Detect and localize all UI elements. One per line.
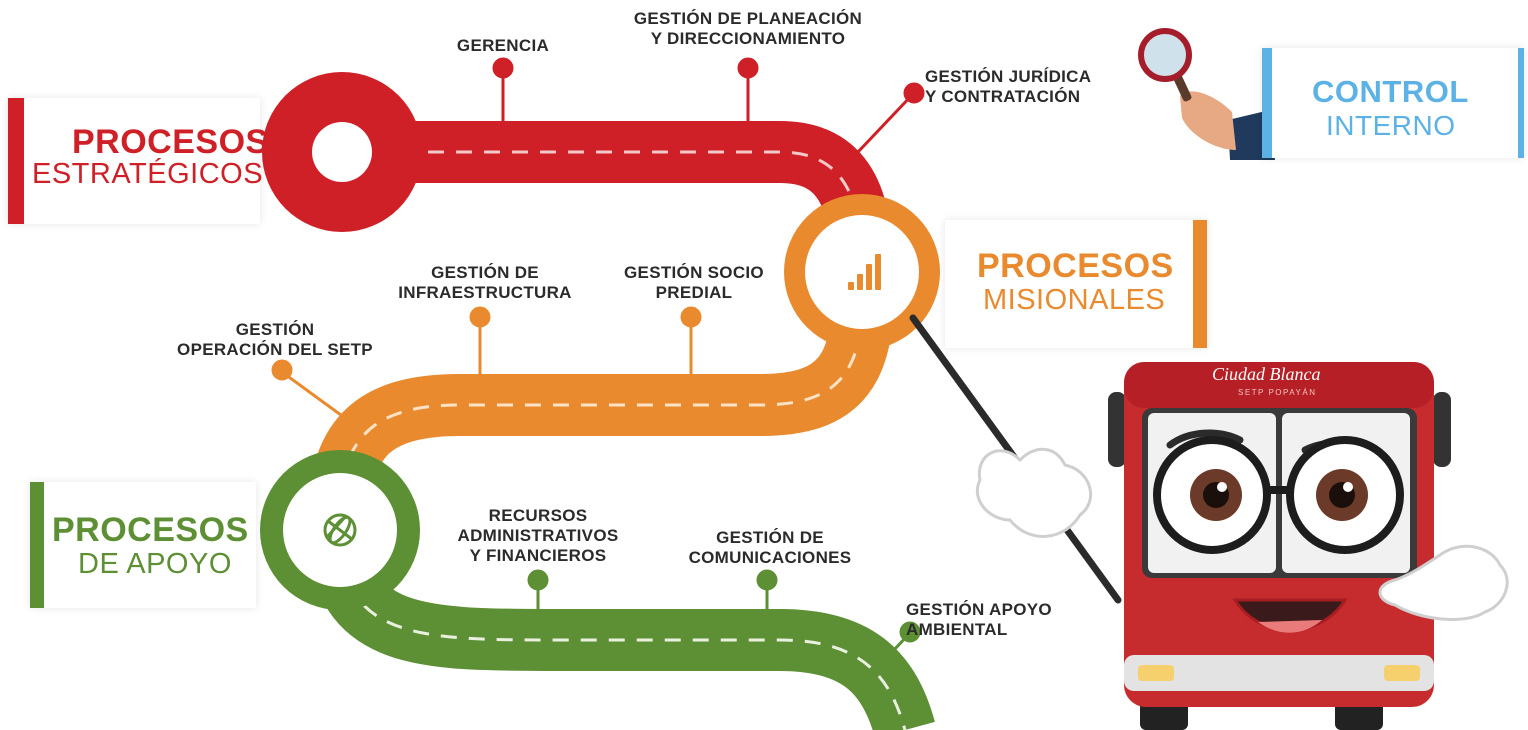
apoyo-panel-accent (30, 482, 44, 608)
bar-chart-icon (848, 254, 881, 290)
apoyo-road-dashes (336, 527, 907, 730)
pin-infraestructura (469, 306, 491, 328)
pin-comunicaciones (756, 569, 778, 591)
label-infraestructura: GESTIÓN DE INFRAESTRUCTURA (398, 263, 572, 302)
left-glove (975, 447, 1093, 538)
apoyo-panel: PROCESOS DE APOYO (30, 482, 256, 608)
globe-icon (323, 513, 357, 547)
strategic-node (262, 72, 422, 232)
magnifier-icon (1138, 28, 1275, 160)
misional-panel-title: PROCESOS (977, 247, 1174, 285)
pin-ambiental (899, 621, 921, 643)
apoyo-panel-subtitle: DE APOYO (78, 548, 232, 580)
misional-pins (271, 306, 702, 420)
strategic-panel-subtitle: ESTRATÉGICOS (32, 158, 264, 190)
pin-socio-predial (680, 306, 702, 328)
pin-gerencia (492, 57, 514, 79)
misional-node (784, 194, 940, 350)
strategic-panel-accent (8, 98, 24, 224)
label-planeacion: GESTIÓN DE PLANEACIÓN Y DIRECCIONAMIENTO (633, 9, 863, 48)
misional-panel: PROCESOS MISIONALES (945, 220, 1207, 348)
label-juridica: GESTIÓN JURÍDICA Y CONTRATACIÓN (925, 67, 1092, 106)
hand (1180, 91, 1236, 150)
pin-operacion (271, 359, 293, 381)
control-panel: CONTROL INTERNO (1262, 48, 1524, 158)
strategic-pins (492, 57, 925, 154)
label-comunicaciones: GESTIÓN DE COMUNICACIONES (688, 528, 852, 567)
label-recursos: RECURSOS ADMINISTRATIVOS Y FINANCIEROS (457, 506, 619, 565)
control-panel-accent-right (1518, 48, 1524, 158)
right-glove (1378, 544, 1509, 621)
bus-subtitle: SETP POPAYÁN (1238, 388, 1317, 397)
pin-recursos (527, 569, 549, 591)
bus-brand: Ciudad Blanca (1212, 364, 1321, 384)
label-gerencia: GERENCIA (456, 36, 550, 55)
label-ambiental: GESTIÓN APOYO AMBIENTAL (906, 600, 1052, 639)
misional-panel-accent (1193, 220, 1207, 348)
apoyo-node (260, 450, 420, 610)
misional-road-dashes (336, 269, 865, 529)
control-panel-subtitle: INTERNO (1326, 110, 1456, 141)
control-panel-title: CONTROL (1312, 74, 1469, 109)
apoyo-panel-title: PROCESOS (52, 511, 249, 549)
misional-road (307, 268, 894, 529)
target-icon (312, 122, 372, 182)
pin-juridica (903, 82, 925, 104)
label-socio-predial: GESTIÓN SOCIO PREDIAL (624, 263, 764, 302)
strategic-panel-title: PROCESOS (72, 123, 269, 161)
strategic-panel: PROCESOS ESTRATÉGICOS (8, 98, 268, 224)
pin-planeacion (737, 57, 759, 79)
label-operacion: GESTIÓN OPERACIÓN DEL SETP (177, 320, 373, 359)
misional-panel-subtitle: MISIONALES (983, 284, 1166, 316)
control-panel-accent (1262, 48, 1272, 158)
bus-mascot (975, 362, 1509, 730)
apoyo-pins (527, 569, 921, 667)
